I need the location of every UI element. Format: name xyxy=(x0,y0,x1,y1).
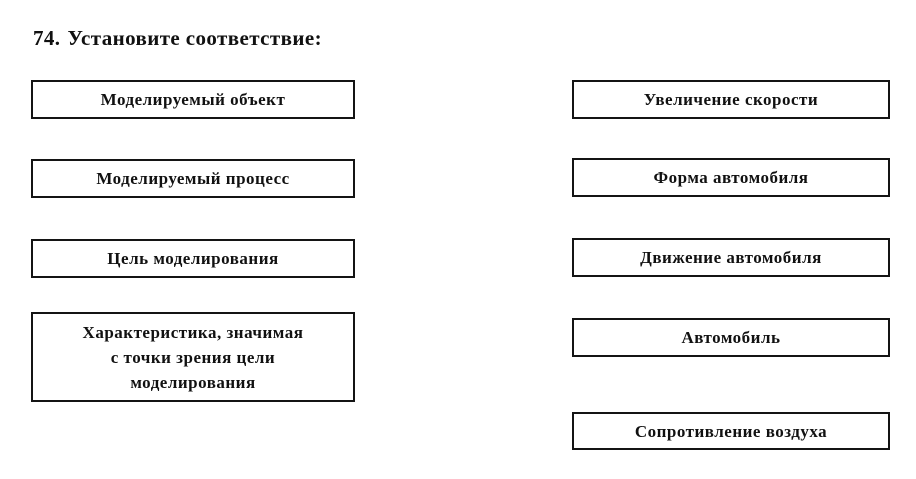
left-box-4-text: Характеристика, значимая с точки зрения … xyxy=(41,320,345,395)
left-box-3-text: Цель моделирования xyxy=(41,246,345,271)
right-box-3-text: Движение автомобиля xyxy=(582,245,880,270)
right-box-3-line-1: Движение автомобиля xyxy=(640,248,822,267)
left-box-2-text: Моделируемый процесс xyxy=(41,166,345,191)
left-box-4[interactable]: Характеристика, значимая с точки зрения … xyxy=(31,312,355,402)
left-box-4-line-2: с точки зрения цели xyxy=(110,347,276,367)
right-box-5-line-1: Сопротивление воздуха xyxy=(634,421,828,441)
right-box-5-text: Сопротивление воздуха xyxy=(582,419,880,444)
right-box-4[interactable]: Автомобиль xyxy=(572,318,890,357)
right-box-5[interactable]: Сопротивление воздуха xyxy=(572,412,890,450)
task-number: 74. xyxy=(33,26,61,50)
left-box-2-line-1: Моделируемый процесс xyxy=(96,169,290,188)
left-box-3[interactable]: Цель моделирования xyxy=(31,239,355,278)
right-box-1-line-1: Увеличение скорости xyxy=(643,90,819,109)
left-box-4-line-1: Характеристика, значимая xyxy=(82,322,304,342)
right-box-2-line-1: Форма автомобиля xyxy=(653,168,809,187)
right-box-1[interactable]: Увеличение скорости xyxy=(572,80,890,119)
left-box-3-line-1: Цель моделирования xyxy=(107,249,279,268)
right-box-4-text: Автомобиль xyxy=(582,325,880,350)
right-box-2[interactable]: Форма автомобиля xyxy=(572,158,890,197)
left-box-2[interactable]: Моделируемый процесс xyxy=(31,159,355,198)
page-title: 74.Установите соответствие: xyxy=(33,24,322,52)
left-box-1-text: Моделируемый объект xyxy=(41,87,345,112)
task-instruction: Установите соответствие: xyxy=(67,26,322,50)
left-box-1[interactable]: Моделируемый объект xyxy=(31,80,355,119)
right-box-1-text: Увеличение скорости xyxy=(582,87,880,112)
left-box-4-line-3: моделирования xyxy=(130,372,256,392)
right-box-4-line-1: Автомобиль xyxy=(681,328,781,347)
right-box-3[interactable]: Движение автомобиля xyxy=(572,238,890,277)
left-box-1-line-1: Моделируемый объект xyxy=(100,90,286,109)
right-box-2-text: Форма автомобиля xyxy=(582,165,880,190)
